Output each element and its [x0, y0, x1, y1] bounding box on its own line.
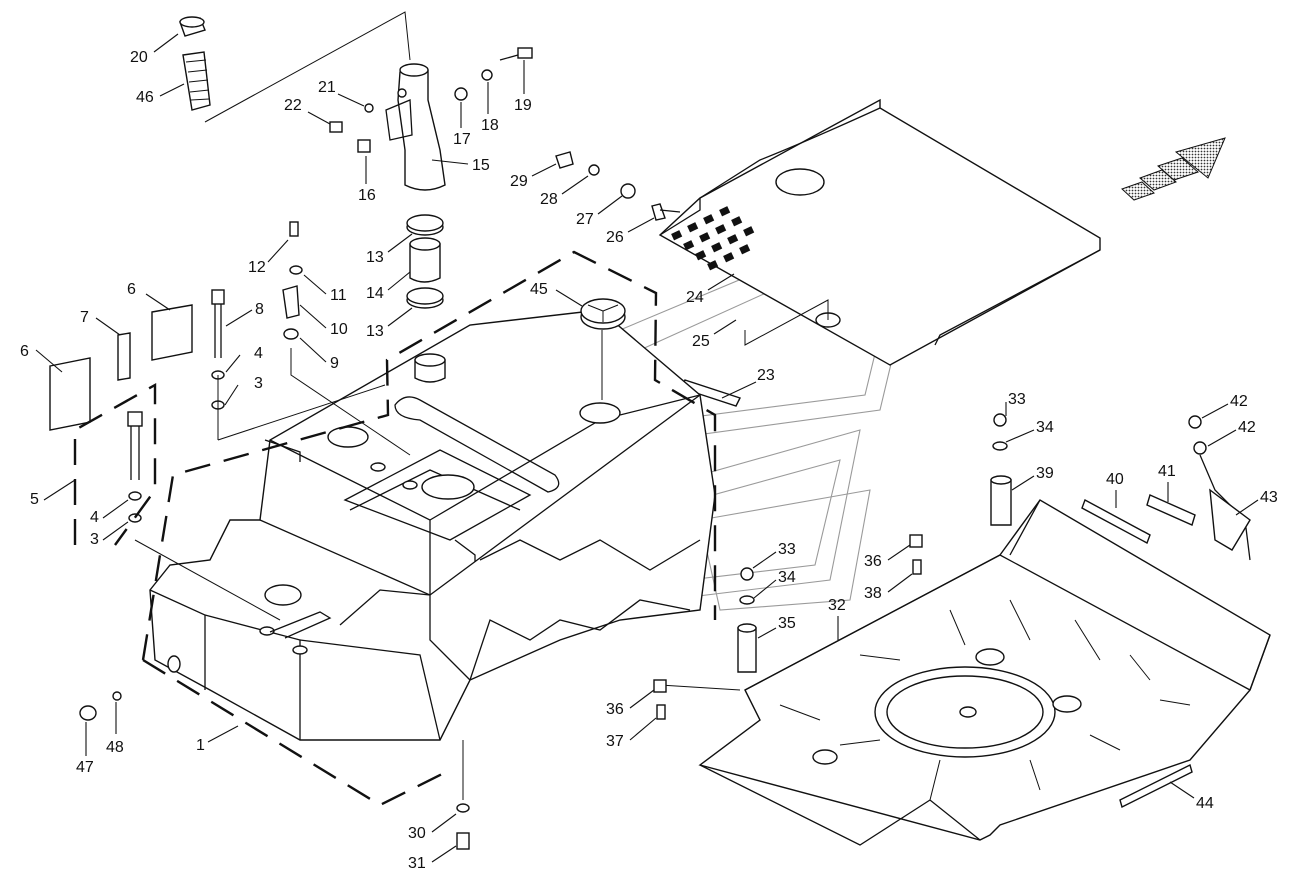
- label-11: 11: [330, 287, 347, 304]
- label-40: 40: [1106, 471, 1124, 488]
- label-25: 25: [692, 333, 710, 350]
- label-31: 31: [408, 855, 426, 872]
- label-33a: 33: [1008, 391, 1026, 408]
- label-41: 41: [1158, 463, 1176, 480]
- label-39: 39: [1036, 465, 1054, 482]
- label-33b: 33: [778, 541, 796, 558]
- label-17: 17: [453, 131, 471, 148]
- label-16: 16: [358, 187, 376, 204]
- label-13b: 13: [366, 323, 384, 340]
- label-32: 32: [828, 597, 846, 614]
- label-44: 44: [1196, 795, 1214, 812]
- label-7: 7: [80, 309, 89, 326]
- cover-plate-24: [658, 98, 1101, 366]
- assembly-outline: [73, 250, 717, 807]
- label-47: 47: [76, 759, 94, 776]
- small-hardware: [49, 16, 681, 850]
- label-18: 18: [481, 117, 499, 134]
- label-20: 20: [130, 49, 148, 66]
- label-14: 14: [366, 285, 384, 302]
- label-34a: 34: [1036, 419, 1054, 436]
- label-36b: 36: [606, 701, 624, 718]
- label-1: 1: [196, 737, 205, 754]
- label-26: 26: [606, 229, 624, 246]
- label-34b: 34: [778, 569, 796, 586]
- label-30: 30: [408, 825, 426, 842]
- label-29: 29: [510, 173, 528, 190]
- leader-lines: [134, 11, 829, 800]
- spacers: [653, 413, 1251, 809]
- label-15: 15: [472, 157, 490, 174]
- label-28: 28: [540, 191, 558, 208]
- label-42a: 42: [1230, 393, 1248, 410]
- label-43: 43: [1260, 489, 1278, 506]
- part-labels: 1 3 3 4 4 5 6 6 7 8 9 10 11 12 13 13 14 …: [20, 33, 1278, 872]
- label-36a: 36: [864, 553, 882, 570]
- label-19: 19: [514, 97, 532, 114]
- label-37: 37: [606, 733, 624, 750]
- label-4a: 4: [254, 345, 263, 362]
- label-27: 27: [576, 211, 594, 228]
- label-45: 45: [530, 281, 548, 298]
- label-35: 35: [778, 615, 796, 632]
- label-9: 9: [330, 355, 339, 372]
- label-22: 22: [284, 97, 302, 114]
- label-48: 48: [106, 739, 124, 756]
- label-13a: 13: [366, 249, 384, 266]
- label-23: 23: [757, 367, 775, 384]
- direction-arrow-icon: [1121, 137, 1226, 201]
- floor-pan-32: [698, 499, 1271, 846]
- fill-hose-assembly: [385, 63, 446, 383]
- label-46: 46: [136, 89, 154, 106]
- fuel-tank-1: [149, 309, 716, 741]
- label-8: 8: [255, 301, 264, 318]
- label-38: 38: [864, 585, 882, 602]
- label-10: 10: [330, 321, 348, 338]
- label-3b: 3: [90, 531, 99, 548]
- label-21: 21: [318, 79, 336, 96]
- label-24: 24: [686, 289, 704, 306]
- label-6a: 6: [20, 343, 29, 360]
- label-4b: 4: [90, 509, 99, 526]
- label-12: 12: [248, 259, 266, 276]
- label-5: 5: [30, 491, 39, 508]
- label-3a: 3: [254, 375, 263, 392]
- label-6b: 6: [127, 281, 136, 298]
- label-42b: 42: [1238, 419, 1256, 436]
- filler-cap-45: [580, 298, 626, 330]
